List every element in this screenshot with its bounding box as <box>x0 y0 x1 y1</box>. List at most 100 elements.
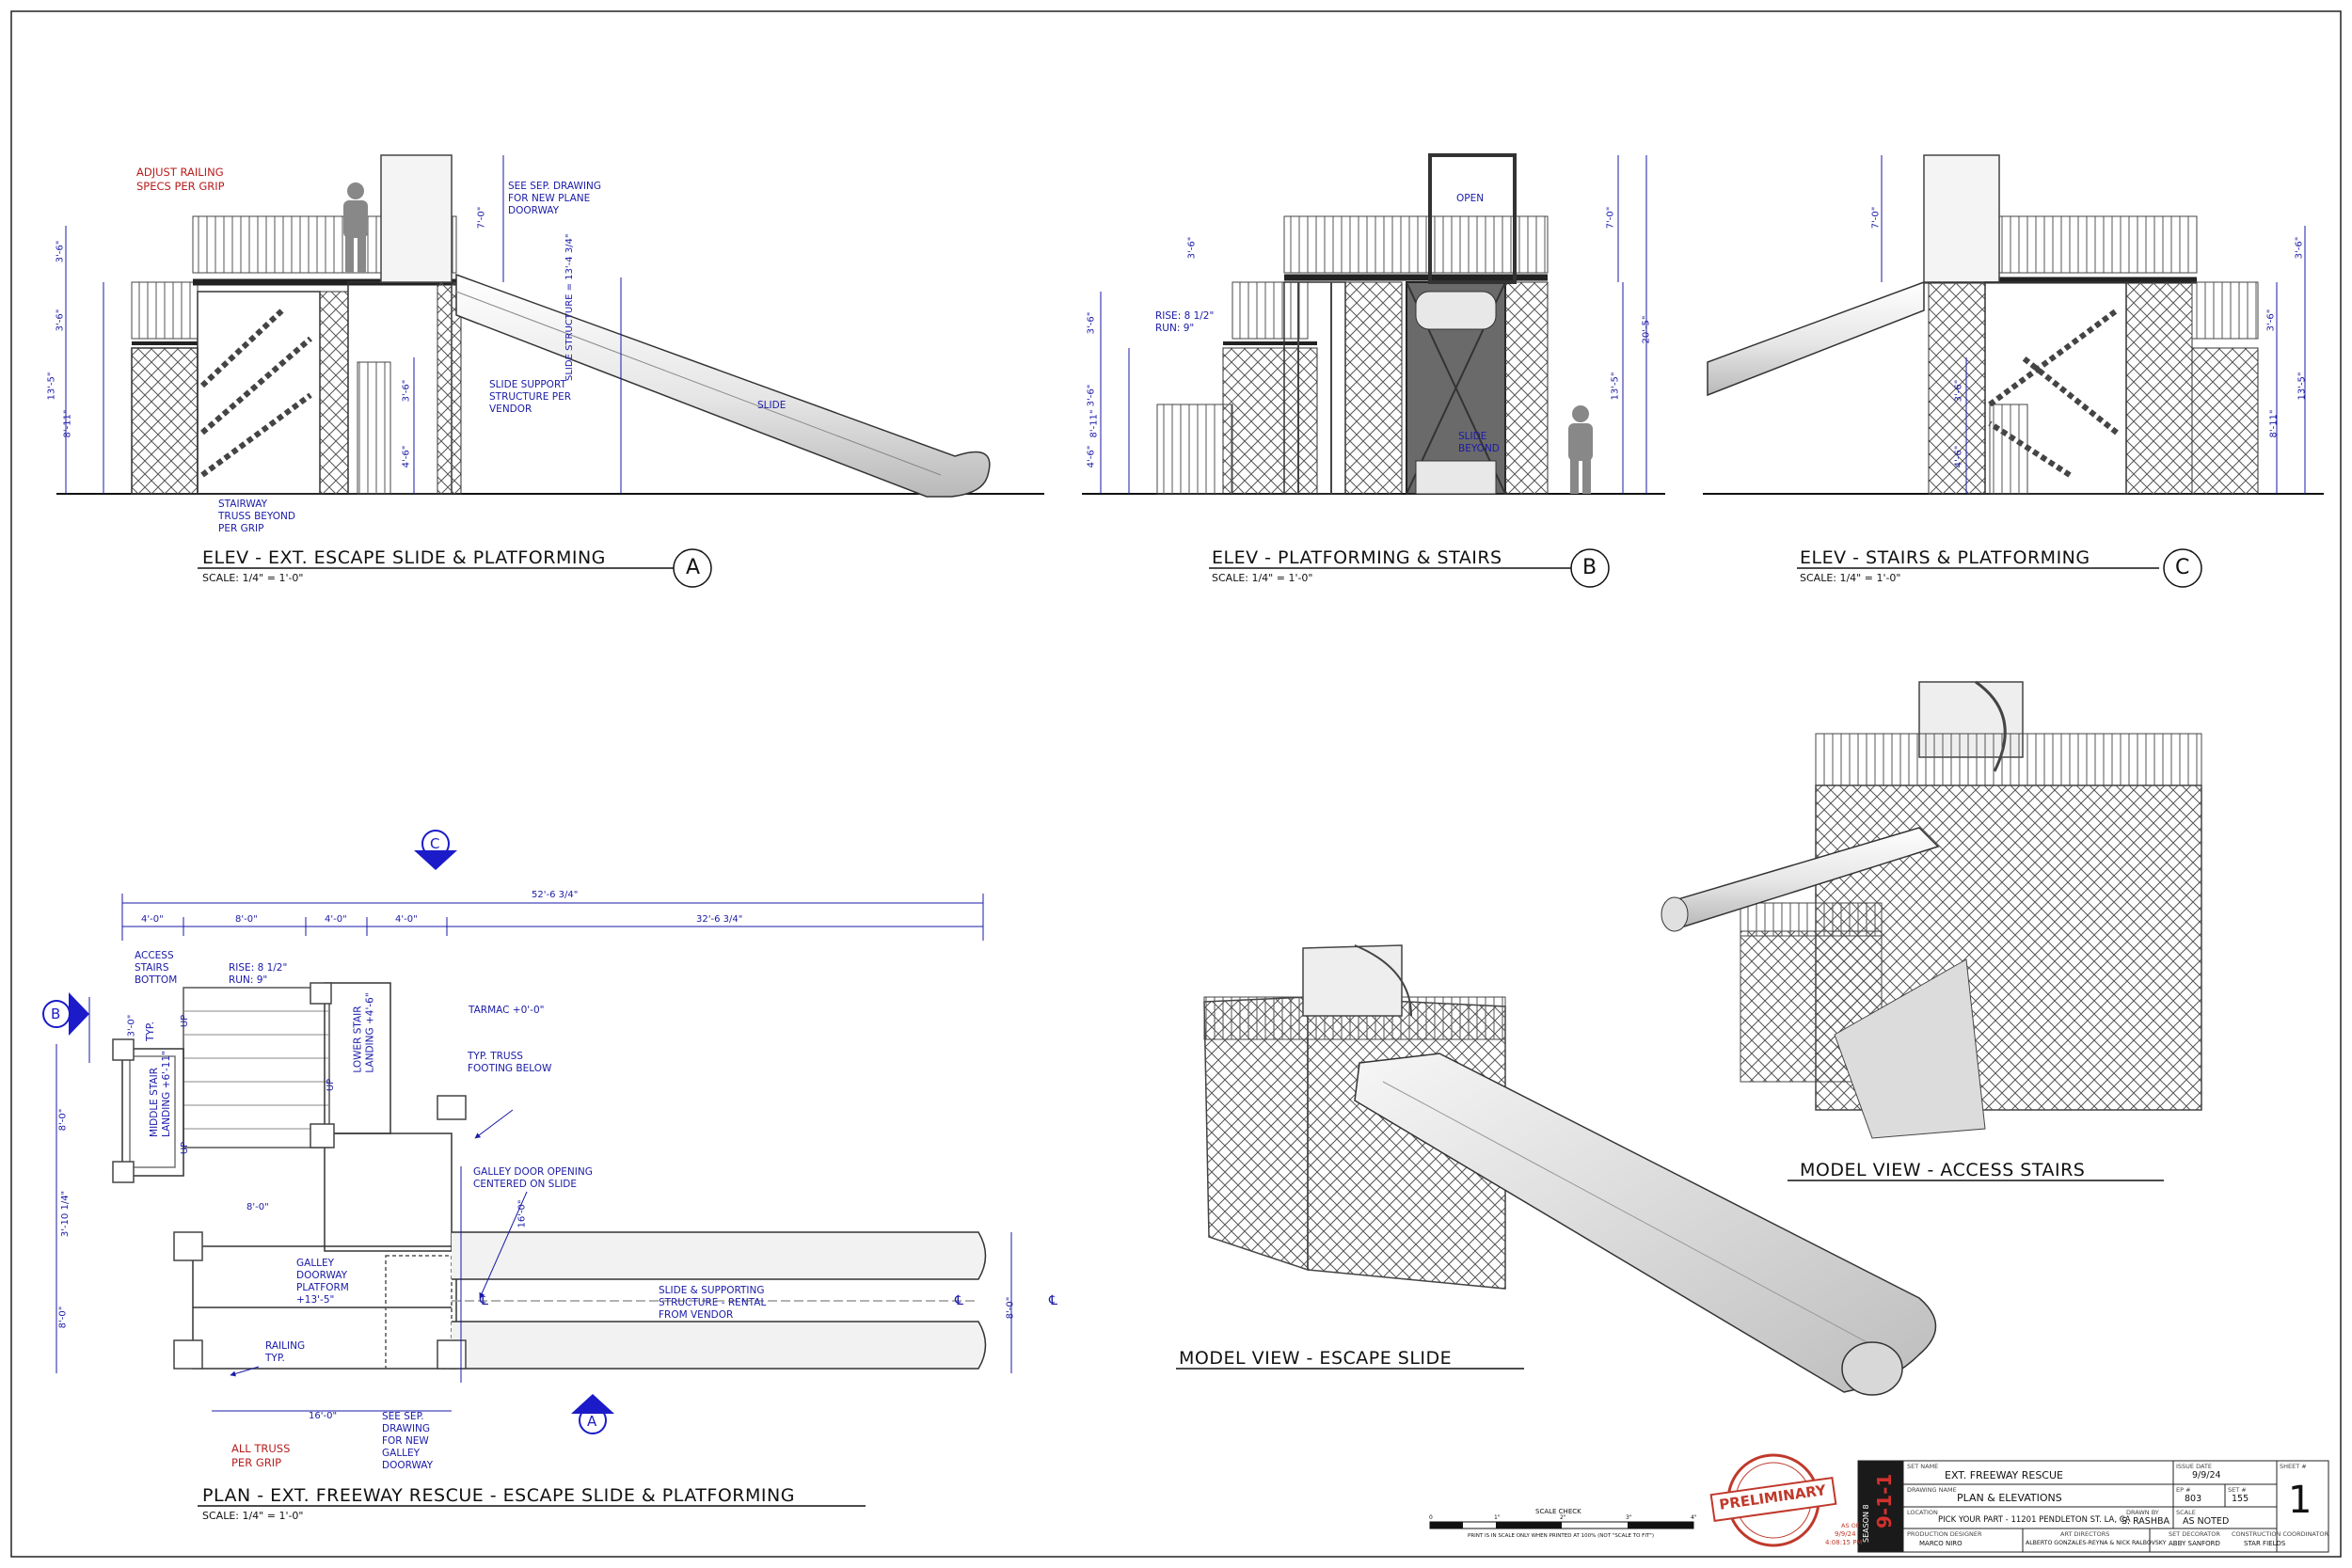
scale-check-bar <box>1429 1521 1694 1529</box>
tb-drawing-name: PLAN & ELEVATIONS <box>1957 1492 2062 1504</box>
plan-dim-top-1: 4'-0" <box>141 914 164 925</box>
plan-note-galley-platform: GALLEY DOORWAY PLATFORM +13'-5" <box>296 1258 349 1306</box>
tb-season: SEASON 8 <box>1862 1504 1870 1543</box>
tb-location: PICK YOUR PART - 11201 PENDLETON ST. LA,… <box>1938 1515 2131 1525</box>
elevation-b <box>1082 153 1665 495</box>
dim-a-3: 13'-5" <box>46 372 57 401</box>
plan-dim-overall: 52'-6 3/4" <box>532 890 579 900</box>
marker-c-label: C <box>2175 556 2190 579</box>
plan-dim-left-4: 8'-0" <box>57 1306 69 1329</box>
marker-circle-a <box>673 548 712 588</box>
scale-tick-3: 3" <box>1626 1514 1632 1521</box>
dim-c-2: 3'-6" <box>2294 236 2305 260</box>
tb-ad-label: ART DIRECTORS <box>2060 1530 2110 1538</box>
note-slide-beyond: SLIDE BEYOND <box>1458 431 1500 454</box>
tb-drawing-name-label: DRAWING NAME <box>1907 1486 1957 1494</box>
scale-tick-2: 2" <box>1560 1514 1566 1521</box>
plan-dim-inner-4: 8'-0" <box>1005 1296 1016 1320</box>
title-block <box>1857 1460 2329 1553</box>
marker-circle-b <box>1570 548 1610 588</box>
tb-ad: ALBERTO GONZALES-REYNA & NICK RALBOVSKY <box>2026 1540 2167 1546</box>
model-view-stairs <box>1661 680 2202 1139</box>
note-open: OPEN <box>1456 193 1485 204</box>
dim-slide-structure: SLIDE STRUCTURE = 13'-4 3/4" <box>564 233 575 381</box>
note-slide-support: SLIDE SUPPORT STRUCTURE PER VENDOR <box>489 379 572 415</box>
tb-set-label: SET # <box>2228 1486 2247 1494</box>
tb-cc-label: CONSTRUCTION COORDINATOR <box>2232 1530 2328 1538</box>
plan-note-truss-footing: TYP. TRUSS FOOTING BELOW <box>468 1051 552 1074</box>
dim-a-7: 4'-6" <box>401 445 412 468</box>
sheet-border <box>10 10 2342 1558</box>
plan-dim-left-2: 8'-0" <box>57 1108 69 1132</box>
dim-a-2: 3'-6" <box>55 309 66 332</box>
tb-set-name: EXT. FREEWAY RESCUE <box>1945 1469 2063 1481</box>
plan-note-tarmac: TARMAC +0'-0" <box>469 1005 545 1016</box>
plan-dim-top-2: 8'-0" <box>235 914 258 925</box>
tb-cc: STAR FIELDS <box>2244 1540 2286 1547</box>
dim-c-6: 3'-6" <box>1953 379 1964 403</box>
dim-a-4: 8'-11" <box>62 409 73 438</box>
tb-ep-label: EP # <box>2176 1486 2191 1494</box>
scale-tick-1: 1" <box>1494 1514 1501 1521</box>
dim-c-7: 4'-6" <box>1953 445 1964 468</box>
plan-note-typ: TYP. <box>144 1022 156 1041</box>
plan-dim-inner-2: 16'-0" <box>516 1199 528 1228</box>
elevation-a-scale: SCALE: 1/4" = 1'-0" <box>202 572 304 584</box>
elevation-a <box>56 154 1044 498</box>
plan-dim-top-4: 4'-0" <box>395 914 418 925</box>
elevation-b-scale: SCALE: 1/4" = 1'-0" <box>1212 572 1313 584</box>
note-adjust-railing: ADJUST RAILING SPECS PER GRIP <box>136 166 225 193</box>
tb-show-logo: 9-1-1 <box>1873 1473 1896 1528</box>
tb-location-label: LOCATION <box>1907 1509 1938 1516</box>
tb-drawn-by-label: DRAWN BY <box>2126 1509 2159 1516</box>
dim-c-4: 13'-5" <box>2296 372 2308 401</box>
tb-set: 155 <box>2232 1494 2249 1504</box>
elevation-c-scale: SCALE: 1/4" = 1'-0" <box>1800 572 1901 584</box>
dim-b-3: 20'-5" <box>1641 315 1652 344</box>
tb-pd: MARCO NIRO <box>1919 1540 1963 1547</box>
plan-dim-left-3: 3'-10 1/4" <box>60 1190 72 1238</box>
stamp-as-of: AS OF <box>1841 1522 1860 1529</box>
tb-issue-date-label: ISSUE DATE <box>2176 1463 2213 1470</box>
dim-b-6: 3'-6" <box>1086 384 1097 407</box>
tb-ep: 803 <box>2185 1494 2202 1504</box>
plan-centerline-2: ℄ <box>955 1293 963 1308</box>
plan-note-lower-landing: LOWER STAIR LANDING +4'-6" <box>352 992 376 1073</box>
note-see-sep-drawing: SEE SEP. DRAWING FOR NEW PLANE DOORWAY <box>508 181 601 216</box>
plan-marker-b: B <box>51 1006 61 1022</box>
tb-scale-label: SCALE <box>2176 1509 2196 1516</box>
tb-sd-label: SET DECORATOR <box>2169 1530 2220 1538</box>
dim-b-5: 3'-6" <box>1086 311 1097 335</box>
plan-note-all-truss: ALL TRUSS PER GRIP <box>231 1442 291 1469</box>
dim-c-3: 3'-6" <box>2265 309 2277 332</box>
dim-b-2: 7'-0" <box>1605 206 1616 230</box>
scale-check-label: SCALE CHECK <box>1535 1508 1581 1515</box>
plan-up-1: UP <box>180 1014 191 1028</box>
plan-view <box>56 894 1012 1412</box>
plan-up-3: UP <box>326 1078 337 1092</box>
elevation-b-title: ELEV - PLATFORMING & STAIRS <box>1212 547 1502 568</box>
plan-note-galley-opening: GALLEY DOOR OPENING CENTERED ON SLIDE <box>473 1166 593 1190</box>
elevation-a-title: ELEV - EXT. ESCAPE SLIDE & PLATFORMING <box>202 547 606 568</box>
section-marker-b <box>42 992 89 1036</box>
dim-b-7: 8'-11" <box>1089 409 1100 438</box>
plan-marker-a: A <box>587 1413 597 1430</box>
scale-tick-0: 0 <box>1429 1514 1433 1521</box>
plan-note-slide-vendor: SLIDE & SUPPORTING STRUCTURE - RENTAL FR… <box>659 1285 767 1321</box>
plan-dim-top-5: 32'-6 3/4" <box>696 914 743 925</box>
plan-note-access-stairs: ACCESS STAIRS BOTTOM <box>135 950 178 986</box>
section-marker-c <box>414 830 457 870</box>
tb-sd: ABBY SANFORD <box>2169 1540 2220 1547</box>
tb-sheet-label: SHEET # <box>2280 1463 2307 1470</box>
elevation-c <box>1703 154 2324 495</box>
marker-circle-c <box>2163 548 2202 588</box>
marker-a-label: A <box>686 556 701 579</box>
model-stairs-title: MODEL VIEW - ACCESS STAIRS <box>1800 1160 2086 1180</box>
plan-dim-left-1: 3'-0" <box>126 1014 137 1037</box>
stamp-date: 9/9/24 <box>1835 1530 1856 1538</box>
plan-centerline-1: ℄ <box>480 1293 488 1308</box>
marker-b-label: B <box>1582 556 1597 579</box>
dim-c-5: 8'-11" <box>2268 409 2280 438</box>
dim-a-1: 3'-6" <box>55 240 66 263</box>
